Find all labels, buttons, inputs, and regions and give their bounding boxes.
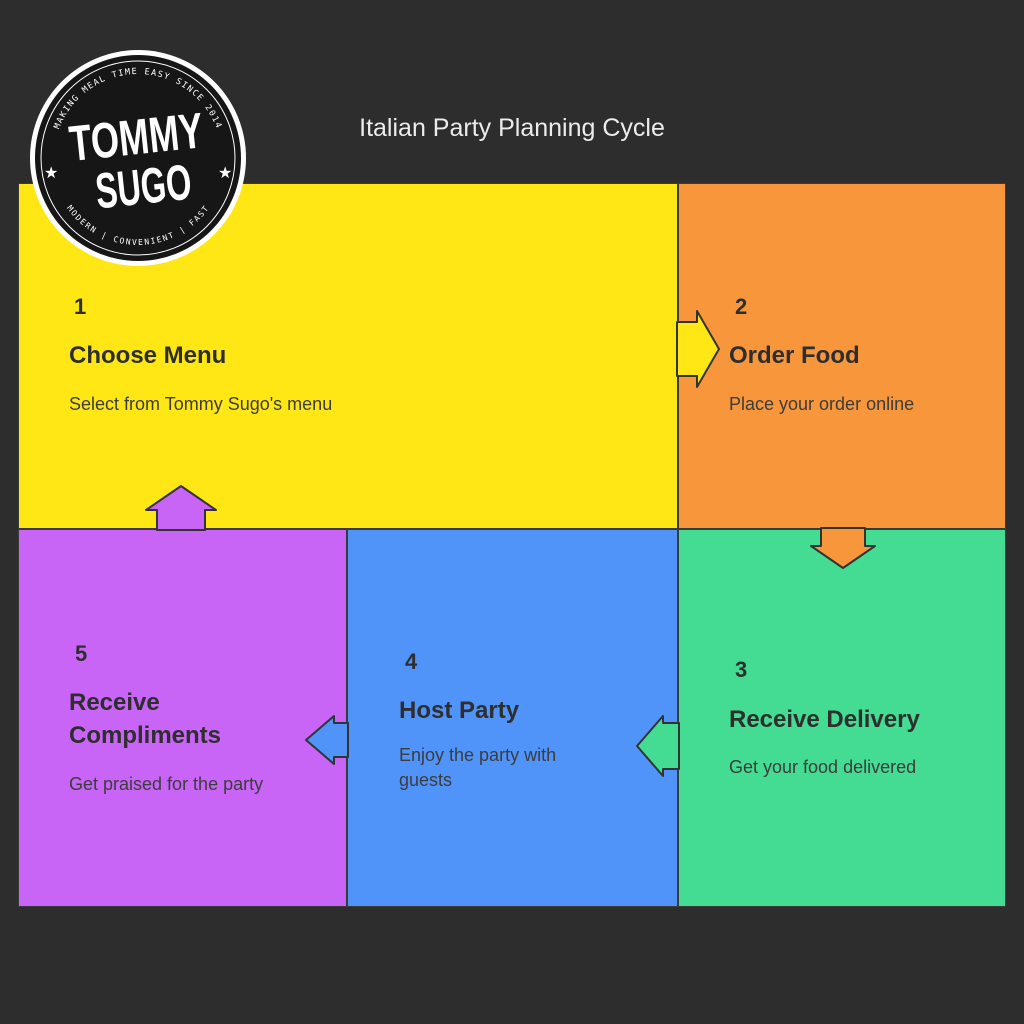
step-1-number: 1 [74,294,87,319]
step-2-heading: Order Food [729,342,860,369]
diagram-title: Italian Party Planning Cycle [359,114,665,142]
step-3-block [678,529,1006,907]
step-3-number: 3 [735,657,748,682]
svg-text:TOMMY: TOMMY [67,102,206,172]
step-3-heading: Receive Delivery [729,706,920,733]
arrow-right-1-to-2 [676,310,720,388]
step-5-description: Get praised for the party [69,774,264,794]
step-1-description: Select from Tommy Sugo's menu [69,394,333,414]
step-4-number: 4 [405,649,418,674]
step-4-heading: Host Party [399,697,520,724]
arrow-down-2-to-3 [810,527,876,569]
step-5-block [18,529,347,907]
logo-star-right: ★ [218,163,232,182]
step-4-block [347,529,678,907]
step-5-heading: Receive Compliments [69,689,222,749]
step-3-description: Get your food delivered [729,757,917,777]
arrow-left-3-to-4 [636,715,680,777]
arrow-left-4-to-5 [305,715,349,765]
step-5-number: 5 [75,641,88,666]
svg-text:SUGO: SUGO [93,154,194,220]
step-2-number: 2 [735,294,748,319]
step-1-heading: Choose Menu [69,342,227,369]
logo-star-left: ★ [44,163,58,182]
step-2-description: Place your order online [729,394,915,414]
step-4-description: Enjoy the party with guests [399,745,557,790]
arrow-up-5-to-1 [145,485,217,531]
